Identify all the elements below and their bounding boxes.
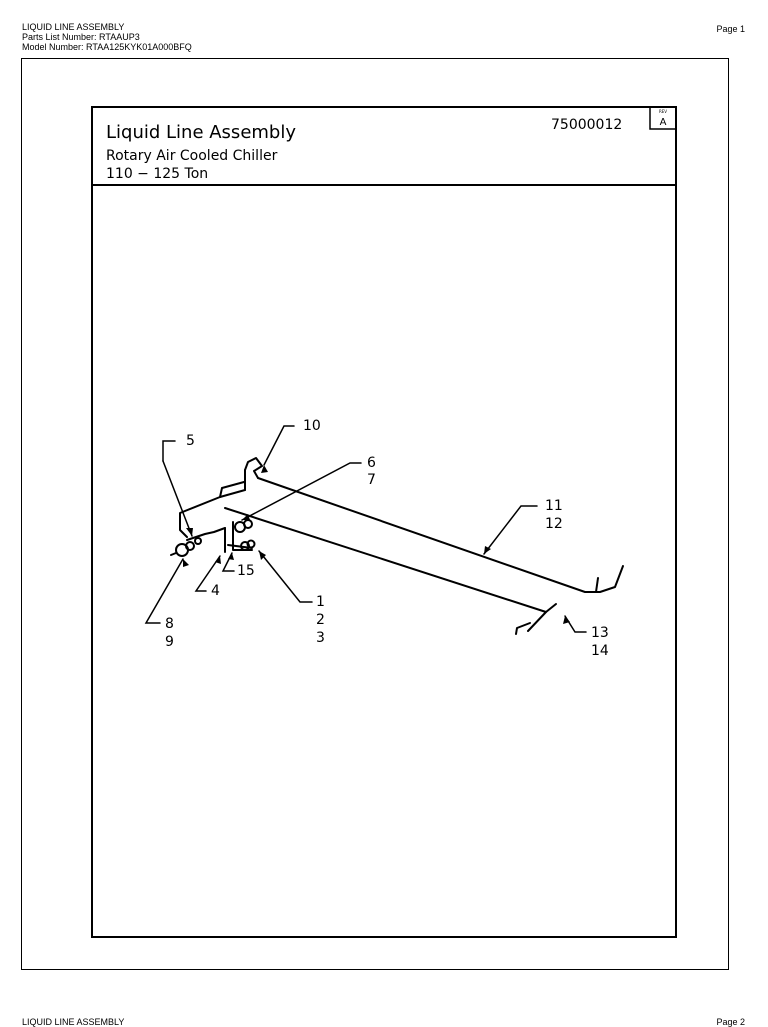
leader-arrows	[183, 465, 570, 624]
callout-4: 4	[211, 583, 220, 599]
liquid-line-piping	[170, 457, 624, 635]
callout-leaders	[144, 425, 587, 633]
drawing-frame	[21, 58, 729, 970]
callout-1: 1	[316, 594, 325, 610]
callout-3: 3	[316, 630, 325, 646]
revision-value: A	[660, 117, 667, 128]
callout-15: 15	[237, 563, 255, 579]
callout-6: 6	[367, 455, 376, 471]
callout-10: 10	[303, 418, 321, 434]
parts-list-number: Parts List Number: RTAAUP3	[22, 32, 140, 42]
drawing-border	[91, 106, 677, 938]
callout-2: 2	[316, 612, 325, 628]
next-page-title: LIQUID LINE ASSEMBLY	[22, 1017, 125, 1027]
callout-5: 5	[186, 433, 195, 449]
callout-11: 11	[545, 498, 563, 514]
drawing-number: 75000012	[551, 117, 622, 133]
title-block-title: Liquid Line Assembly	[106, 122, 296, 143]
callout-12: 12	[545, 516, 563, 532]
title-block-subtitle: Rotary Air Cooled Chiller	[106, 148, 278, 164]
next-page-number: Page 2	[716, 1017, 745, 1027]
callout-7: 7	[367, 472, 376, 488]
callout-14: 14	[591, 643, 609, 659]
title-block-tonnage: 110 − 125 Ton	[106, 166, 208, 182]
page-number: Page 1	[716, 24, 745, 34]
callout-9: 9	[165, 634, 174, 650]
callout-8: 8	[165, 616, 174, 632]
model-number: Model Number: RTAA125KYK01A000BFQ	[22, 42, 192, 52]
document-title: LIQUID LINE ASSEMBLY	[22, 22, 125, 32]
callout-13: 13	[591, 625, 609, 641]
revision-label: REV	[659, 109, 667, 114]
